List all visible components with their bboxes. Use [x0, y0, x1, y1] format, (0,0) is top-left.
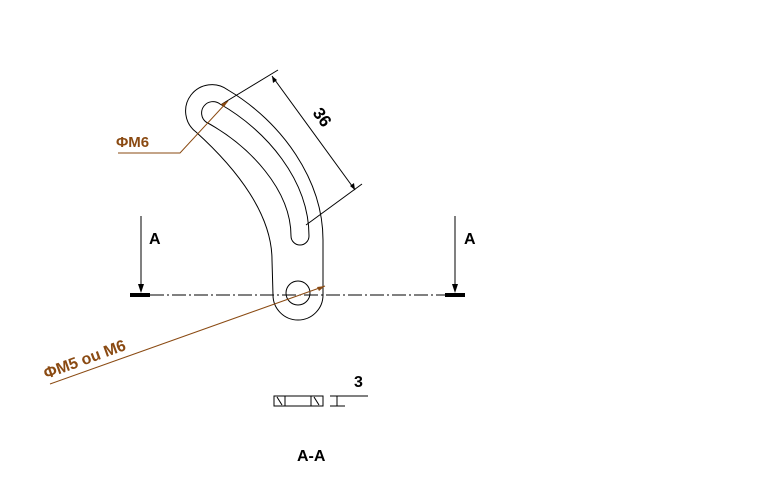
leader-m6-arrow	[221, 101, 228, 107]
section-label-right: A	[464, 231, 476, 248]
section-title: A-A	[297, 448, 326, 465]
leader-m5	[49, 285, 326, 385]
extension-line-bottom	[305, 183, 363, 226]
leader-m5-arrow	[317, 286, 325, 291]
slot-outline	[201, 101, 310, 246]
leader-m6	[118, 100, 229, 154]
section-label-left: A	[149, 231, 161, 248]
hatch-stroke	[313, 396, 320, 406]
section-mark-right-bar	[445, 293, 465, 297]
section-arrowhead-left	[138, 284, 144, 293]
section-arrowhead-right	[452, 284, 458, 293]
section-view-body	[273, 395, 324, 407]
label-m6: ΦM6	[116, 134, 149, 151]
part-outline	[185, 84, 324, 321]
dimension-line-36	[271, 75, 356, 191]
thickness-label: 3	[354, 374, 363, 391]
hatch-stroke	[276, 396, 283, 406]
section-mark-left-bar	[130, 293, 150, 297]
label-m5-m6: ΦM5 ou M6	[42, 337, 129, 382]
extension-line-top	[221, 69, 279, 105]
dimension-36-label: 36	[309, 104, 335, 130]
bottom-hole	[285, 280, 311, 306]
